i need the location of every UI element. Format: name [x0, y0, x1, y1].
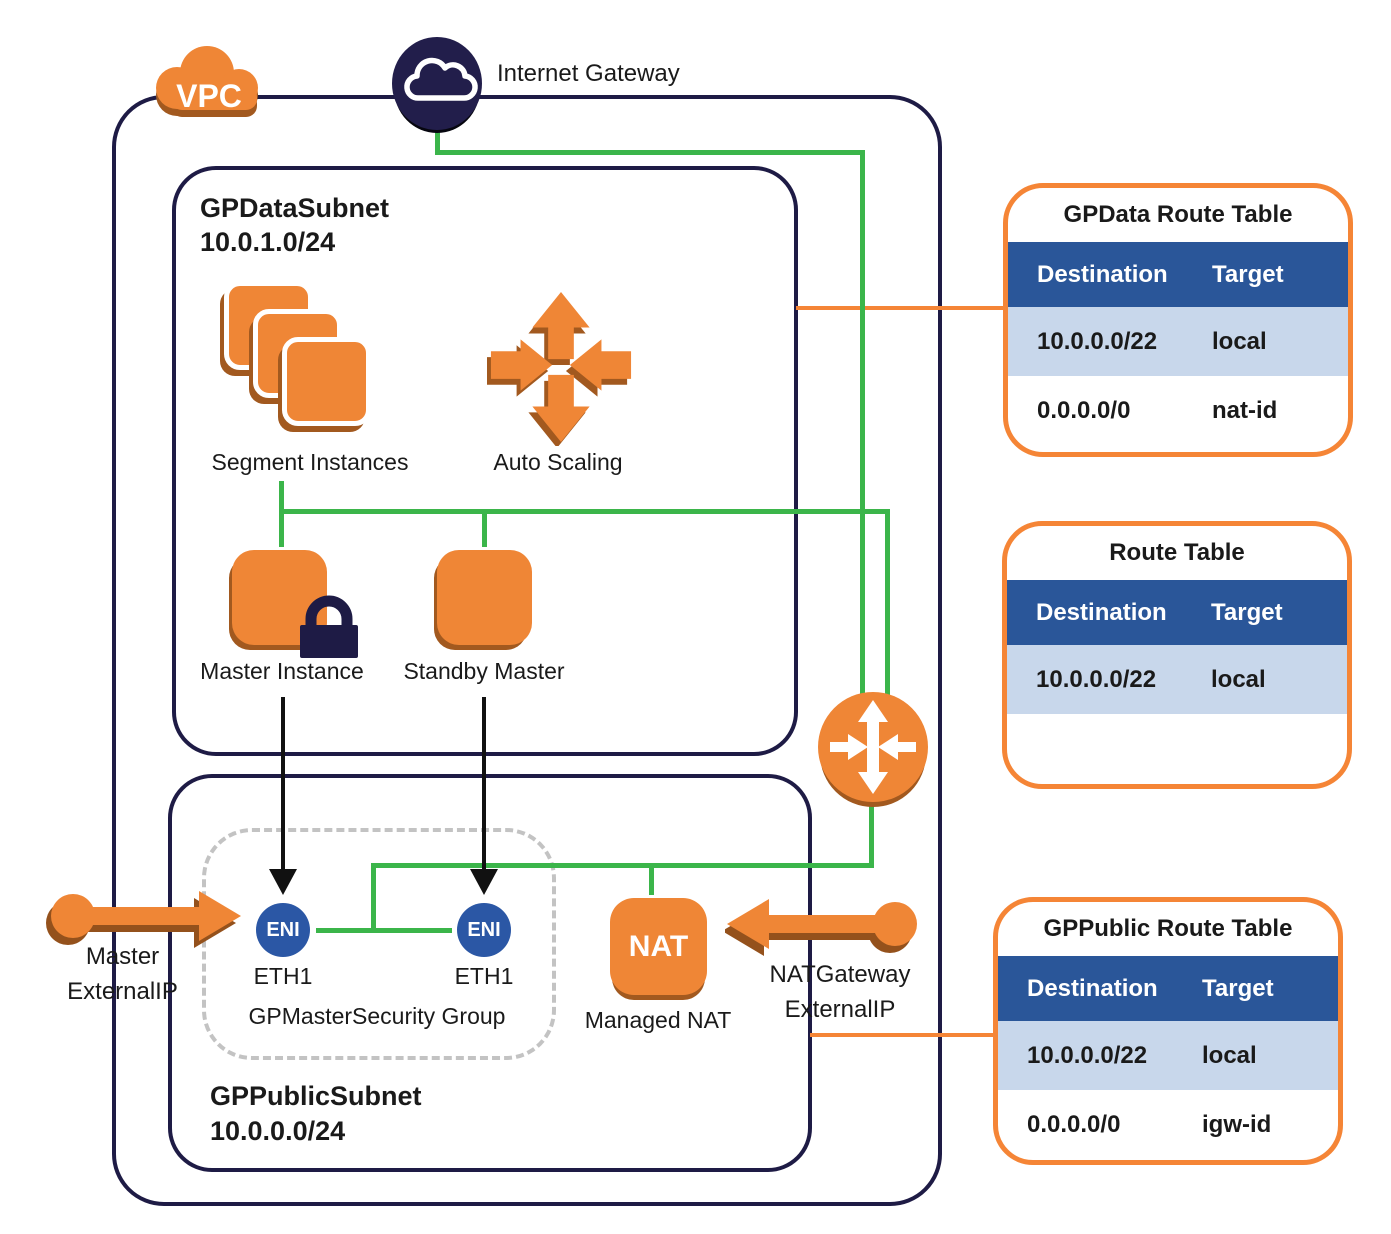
gpdata-subnet-cidr: 10.0.1.0/24 [200, 227, 336, 257]
cell-destination: 10.0.0.0/22 [1027, 1041, 1148, 1069]
cell-destination: 10.0.0.0/22 [1037, 327, 1158, 355]
standby-drop-line [482, 509, 487, 547]
vpc-router-icon [818, 692, 928, 802]
nat-external-ip-line2: ExternalIP [784, 995, 896, 1023]
router-down-line [869, 798, 874, 868]
igw-drop-line [435, 128, 440, 154]
lock-icon [300, 595, 358, 658]
header-target: Target [1211, 598, 1283, 626]
segment-instance-icon [282, 337, 371, 426]
eth1-label-2: ETH1 [454, 963, 514, 989]
eni-2-text: ENI [467, 918, 501, 941]
router-arrows-icon [830, 700, 916, 794]
connector-gpdata-route-table [796, 306, 1005, 310]
master-external-ip-line1: Master [85, 943, 160, 970]
igw-cloud-glyph-icon [404, 57, 478, 101]
nat-text: NAT [628, 929, 689, 963]
table-header-row: Destination Target [1007, 580, 1347, 645]
security-group-label: GPMasterSecurity Group [248, 1003, 506, 1029]
gppublic-subnet-box [168, 774, 812, 1172]
eni-1-icon: ENI [256, 903, 310, 957]
security-group-box [202, 828, 556, 1060]
gpdata-route-table: GPData Route Table Destination Target 10… [1003, 183, 1353, 457]
gpdata-route-table-title: GPData Route Table [1063, 201, 1293, 228]
auto-scaling-label: Auto Scaling [493, 449, 623, 475]
master-drop-line [279, 509, 284, 547]
nat-drop-line [649, 863, 654, 895]
eth1-label-1: ETH1 [253, 963, 313, 989]
segment-instances-label: Segment Instances [211, 449, 409, 475]
header-target: Target [1212, 260, 1284, 288]
header-destination: Destination [1027, 974, 1158, 1002]
master-external-ip-line2: ExternalIP [67, 977, 178, 1005]
igw-horizontal-line [435, 150, 865, 155]
nat-external-ip-label: NATGateway ExternalIP [745, 958, 935, 1028]
igw-to-router-line [860, 150, 865, 695]
table-row: 0.0.0.0/0 igw-id [998, 1090, 1338, 1159]
cell-destination: 10.0.0.0/22 [1036, 665, 1157, 693]
master-external-ip-label: Master ExternalIP [40, 940, 205, 1010]
router-horizontal-line [371, 863, 874, 868]
standby-to-eni-line [482, 697, 486, 871]
cell-target: local [1202, 1041, 1257, 1069]
connector-gppublic-route-table [810, 1033, 995, 1037]
table-row: 10.0.0.0/22 local [1007, 645, 1347, 714]
eni-2-icon: ENI [457, 903, 511, 957]
vpc-cloud-icon: VPC [156, 46, 258, 117]
eni-1-text: ENI [266, 918, 300, 941]
cell-destination: 0.0.0.0/0 [1037, 396, 1131, 424]
vpc-logo-text: VPC [176, 78, 242, 114]
gppublic-subnet-title: GPPublicSubnet [210, 1081, 422, 1111]
managed-nat-label: Managed NAT [584, 1007, 732, 1033]
master-external-ip-arrow-icon [46, 891, 241, 948]
master-instance-label: Master Instance [200, 658, 364, 684]
standby-master-icon [437, 550, 532, 645]
segment-drop-line [279, 481, 284, 514]
header-destination: Destination [1036, 598, 1167, 626]
cell-target: igw-id [1202, 1110, 1272, 1138]
nat-external-ip-arrow-icon [725, 899, 917, 956]
standby-to-eni-arrowhead-icon [470, 869, 498, 895]
table-header-row: Destination Target [998, 956, 1338, 1021]
header-target: Target [1202, 974, 1274, 1002]
header-destination: Destination [1037, 260, 1168, 288]
masters-horizontal-line [279, 509, 890, 514]
masters-to-router-line [885, 509, 890, 695]
gppublic-route-table: GPPublic Route Table Destination Target … [993, 897, 1343, 1165]
internet-gateway-icon [392, 37, 482, 130]
middle-route-table: Route Table Destination Target 10.0.0.0/… [1002, 521, 1352, 789]
cell-target: local [1211, 665, 1266, 693]
security-group-drop-line [371, 863, 376, 930]
gpdata-subnet-title: GPDataSubnet [200, 193, 390, 223]
gppublic-route-table-title: GPPublic Route Table [1043, 915, 1293, 942]
nat-external-ip-line1: NATGateway [769, 961, 911, 988]
auto-scaling-icon [487, 292, 632, 446]
table-row: 10.0.0.0/22 local [1008, 307, 1348, 376]
table-row: 0.0.0.0/0 nat-id [1008, 376, 1348, 445]
cell-target: local [1212, 327, 1267, 355]
cell-destination: 0.0.0.0/0 [1027, 1110, 1121, 1138]
master-to-eni-line [281, 697, 285, 871]
table-row: 10.0.0.0/22 local [998, 1021, 1338, 1090]
eni-link-line [316, 928, 452, 933]
master-to-eni-arrowhead-icon [269, 869, 297, 895]
cell-target: nat-id [1212, 396, 1278, 424]
vpc-boundary [112, 95, 942, 1206]
table-header-row: Destination Target [1008, 242, 1348, 307]
gppublic-subnet-cidr: 10.0.0.0/24 [210, 1116, 346, 1146]
igw-label: Internet Gateway [497, 60, 680, 87]
standby-master-label: Standby Master [403, 658, 565, 684]
nat-gateway-icon: NAT [610, 898, 707, 995]
route-table-title: Route Table [1109, 539, 1245, 566]
